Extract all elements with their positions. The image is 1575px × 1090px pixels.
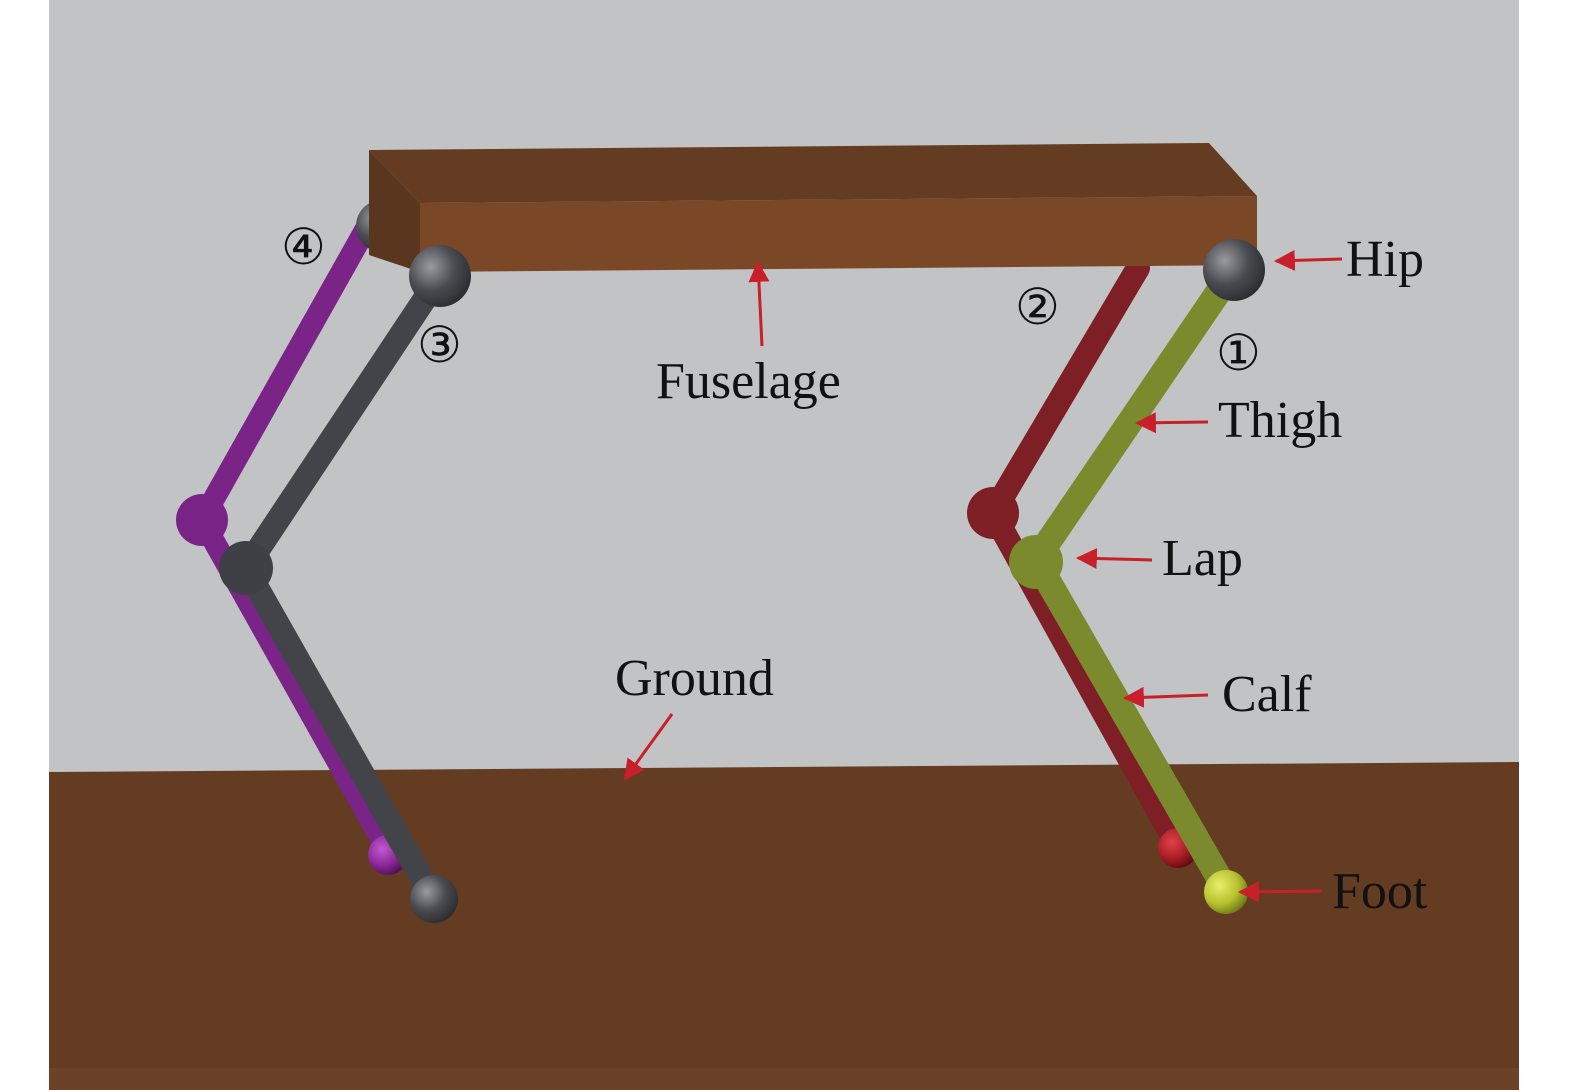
leg-1-foot	[1204, 870, 1248, 914]
hip-arrow	[1273, 249, 1343, 271]
ground-bottom-edge	[49, 1068, 1519, 1090]
leg-2-number: ②	[1015, 279, 1060, 335]
calf-arrow	[1122, 686, 1209, 708]
calf-label: Calf	[1222, 666, 1312, 723]
leg-4-knee-joint	[176, 494, 228, 546]
leg-3-foot	[410, 875, 458, 923]
leg-1-knee-joint	[1009, 535, 1063, 589]
lap-arrow	[1075, 548, 1153, 570]
fuselage-arrow	[748, 260, 770, 347]
ground-label: Ground	[615, 650, 774, 707]
thigh-label: Thigh	[1218, 392, 1342, 449]
foot-arrow	[1237, 881, 1323, 903]
ground-plane	[49, 762, 1519, 1090]
leg-1-number: ①	[1216, 325, 1261, 381]
fuselage-body	[369, 143, 1257, 272]
leg-2-knee-joint	[967, 487, 1019, 539]
leg-3-knee-joint	[219, 541, 273, 595]
leg-3-hip-joint	[409, 245, 471, 307]
lap-label: Lap	[1162, 530, 1243, 587]
foot-label: Foot	[1332, 863, 1428, 920]
ground-arrow	[623, 713, 674, 781]
hip-label: Hip	[1346, 231, 1424, 288]
fuselage-label: Fuselage	[656, 353, 841, 410]
leg-4-number: ④	[281, 219, 326, 275]
thigh-arrow	[1134, 412, 1209, 434]
leg-1-hip-joint	[1203, 239, 1265, 301]
leg-3-number: ③	[417, 317, 462, 373]
